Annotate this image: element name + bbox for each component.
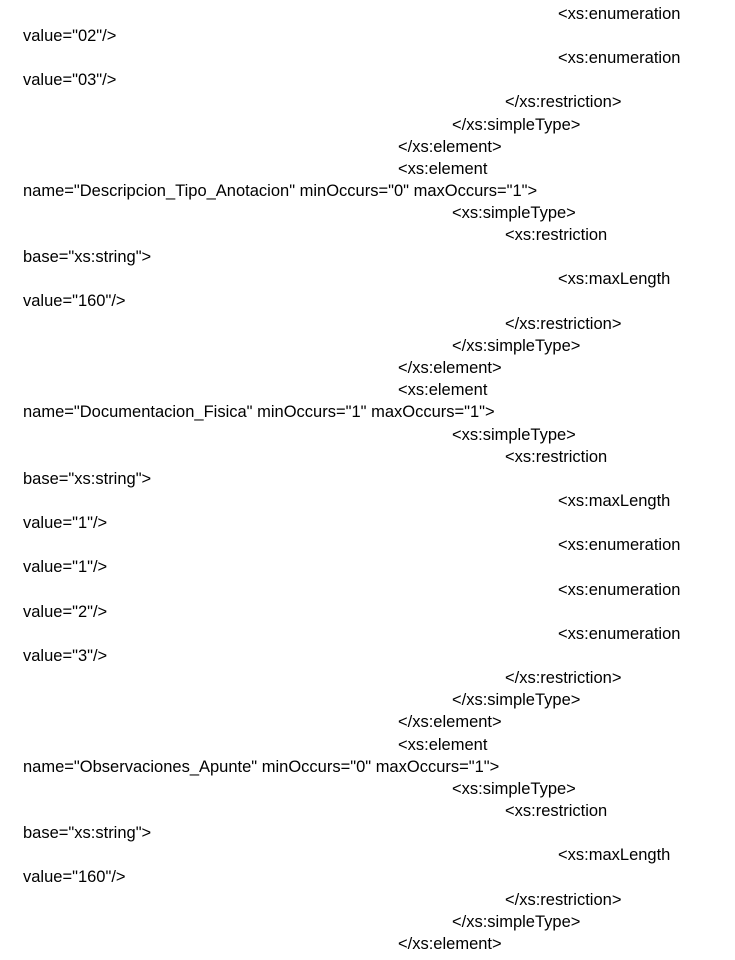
code-line: <xs:maxLength <box>558 270 671 288</box>
code-line: <xs:enumeration <box>558 536 681 554</box>
code-line: base="xs:string"> <box>23 248 152 266</box>
code-line: <xs:maxLength <box>558 846 671 864</box>
code-line: value="2"/> <box>23 603 108 621</box>
code-line: value="1"/> <box>23 558 108 576</box>
code-line: </xs:restriction> <box>505 315 622 333</box>
code-line: </xs:restriction> <box>505 93 622 111</box>
code-line: <xs:maxLength <box>558 492 671 510</box>
code-line: </xs:element> <box>398 935 502 953</box>
code-line: <xs:simpleType> <box>452 204 576 222</box>
code-line: <xs:simpleType> <box>452 780 576 798</box>
code-line: <xs:restriction <box>505 802 608 820</box>
code-line: <xs:element <box>398 160 488 178</box>
code-line: name="Documentacion_Fisica" minOccurs="1… <box>23 403 495 421</box>
code-line: <xs:simpleType> <box>452 426 576 444</box>
code-line: </xs:simpleType> <box>452 913 581 931</box>
code-line: </xs:element> <box>398 138 502 156</box>
code-line: </xs:element> <box>398 713 502 731</box>
code-line: value="160"/> <box>23 292 126 310</box>
code-line: </xs:restriction> <box>505 891 622 909</box>
code-line: value="1"/> <box>23 514 108 532</box>
code-line: base="xs:string"> <box>23 470 152 488</box>
code-line: <xs:restriction <box>505 448 608 466</box>
code-line: </xs:simpleType> <box>452 691 581 709</box>
code-line: </xs:simpleType> <box>452 337 581 355</box>
code-line: value="02"/> <box>23 27 117 45</box>
code-line: <xs:enumeration <box>558 581 681 599</box>
code-line: </xs:element> <box>398 359 502 377</box>
code-line: <xs:enumeration <box>558 5 681 23</box>
code-line: <xs:enumeration <box>558 625 681 643</box>
code-line: value="160"/> <box>23 868 126 886</box>
code-line: <xs:element <box>398 736 488 754</box>
code-line: name="Descripcion_Tipo_Anotacion" minOcc… <box>23 182 538 200</box>
code-line: value="3"/> <box>23 647 108 665</box>
code-line: </xs:simpleType> <box>452 116 581 134</box>
code-line: <xs:element <box>398 381 488 399</box>
code-line: <xs:restriction <box>505 226 608 244</box>
code-line: </xs:restriction> <box>505 669 622 687</box>
code-line: value="03"/> <box>23 71 117 89</box>
code-line: base="xs:string"> <box>23 824 152 842</box>
code-line: name="Observaciones_Apunte" minOccurs="0… <box>23 758 500 776</box>
code-line: <xs:enumeration <box>558 49 681 67</box>
